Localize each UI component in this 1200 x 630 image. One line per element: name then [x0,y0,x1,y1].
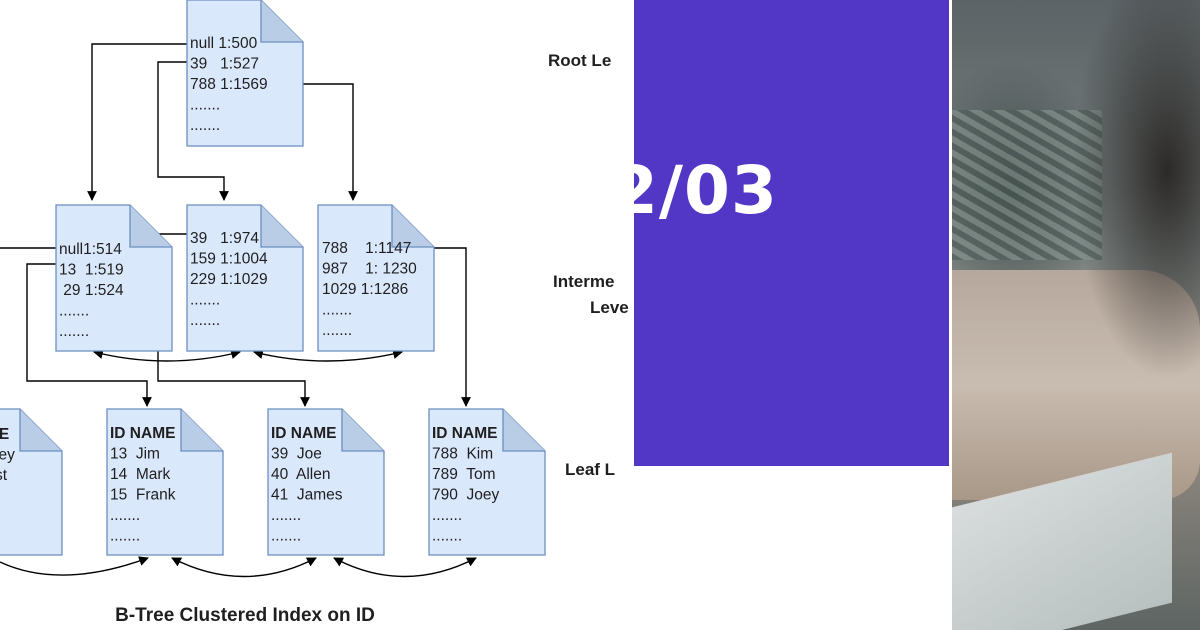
page-fold-corner [260,205,303,248]
level-label-root: Root Le [548,51,611,70]
page-entry: 788 1:1147 [322,240,411,257]
page-entry: ley [0,447,15,464]
page-entry: 13 1:519 [59,262,124,279]
page-fold-corner [129,205,172,248]
intermediate-page-1: null1:514 13 1:519 29 1:524.............. [55,204,173,352]
page-entry: 788 Kim [432,446,493,463]
leaf-page-39: ID NAME 39 Joe 40 Allen 41 James...........… [267,408,385,556]
intermediate-link-1 [93,349,241,362]
intermediate-left-to-leaf [26,263,152,407]
page-entry: 14 Mark [110,466,171,483]
diagram-caption: B-Tree Clustered Index on ID [115,605,375,626]
page-entry: 1029 1:1286 [322,281,408,298]
leaf-link-2 [333,557,477,578]
level-label-intermediate: Interme [553,272,614,291]
page-entry: ....... [322,322,352,339]
page-entry: 39 1:974 [190,230,259,247]
page-entry: 39 1:527 [190,56,259,73]
page-entry: 789 Tom [432,466,495,483]
root-to-intermediate-middle [157,61,229,201]
page-fold-corner [391,205,434,248]
page-entry: null1:514 [59,241,122,258]
purple-overlay-panel: 2/03 [634,0,949,466]
page-entry: 41 James [271,487,343,504]
page-entry: ....... [432,528,462,545]
intermediate-middle-to-leaf [157,233,310,407]
leaf-header: ME [0,426,9,443]
page-entry: ....... [110,507,140,524]
leaf-header: ID NAME [110,425,175,442]
page-entry: ....... [59,303,89,320]
page-entry: ....... [432,507,462,524]
page-fold-corner [341,409,384,452]
intermediate-link-2 [253,349,403,362]
page-entry: 790 Joey [432,487,499,504]
page-entry: 229 1:1029 [190,271,268,288]
page-entry: ....... [190,292,220,309]
leaf-page-788: ID NAME 788 Kim 789 Tom 790 Joey...........… [428,408,546,556]
page-fold-corner [180,409,223,452]
page-entry: ....... [322,302,352,319]
page-entry: 987 1: 1230 [322,261,417,278]
level-label-intermediate-level: Leve [590,298,629,317]
page-entry: st [0,467,8,484]
page-entry: ....... [59,323,89,340]
page-entry: 13 Jim [110,446,160,463]
page-entry: ....... [110,528,140,545]
root-to-intermediate-left [87,43,190,201]
page-fold-corner [19,409,62,452]
photo-foreground-blur [1072,0,1200,380]
leaf-header: ID NAME [271,425,336,442]
leaf-header: ID NAME [432,425,497,442]
page-entry: ....... [190,97,220,114]
root-page: null 1:500 39 1:527 788 1:1569............… [186,0,304,147]
intermediate-page-3: 788 1:1147 987 1: 1230 1029 1:1286........… [317,204,435,352]
connectors [0,43,477,578]
page-entry: null 1:500 [190,35,258,52]
page-entry: 159 1:1004 [190,251,268,268]
leaf-page-partial: ME ley st [0,408,63,556]
page-entry: ....... [190,312,220,329]
page-entry: 39 Joe [271,446,322,463]
panel-number: 2/03 [634,152,778,229]
index-pages: null 1:500 39 1:527 788 1:1569............… [0,0,546,556]
page-fold-corner [502,409,545,452]
page-fold-corner [260,0,303,43]
intermediate-page-2: 39 1:974 159 1:1004 229 1:1029............… [186,204,304,352]
root-to-intermediate-right [303,83,358,201]
page-entry: 29 1:524 [59,282,124,299]
page-entry: 40 Allen [271,466,330,483]
leaf-link-0 [0,556,149,576]
leaf-link-1 [171,557,317,578]
level-label-leaf: Leaf L [565,460,615,479]
page-entry: 788 1:1569 [190,76,268,93]
page-entry: ....... [271,507,301,524]
page-entry: ....... [271,528,301,545]
page-entry: 15 Frank [110,487,176,504]
leaf-page-13: ID NAME 13 Jim 14 Mark 15 Frank............… [106,408,224,556]
tattoo-photo [952,0,1200,630]
intermediate-right-to-leaf [434,247,471,407]
page-entry: ....... [190,117,220,134]
